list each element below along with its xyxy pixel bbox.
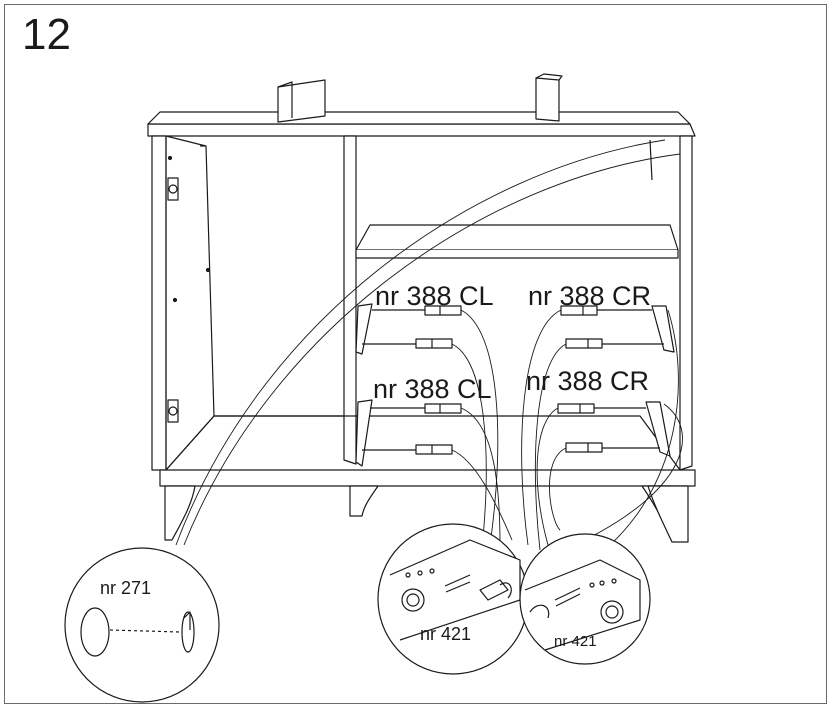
screw-detail-circle-right <box>519 533 651 665</box>
step-number: 12 <box>22 10 71 59</box>
label-screw-right: nr 421 <box>554 633 597 650</box>
cabinet <box>147 73 696 543</box>
label-runner-left-bottom: nr 388 CL <box>373 374 492 404</box>
screw-detail-circle-left <box>377 523 529 675</box>
knob-detail-circle <box>64 547 220 703</box>
label-runner-left-top: nr 388 CL <box>375 281 494 311</box>
leader-lines <box>175 139 683 551</box>
left-side-panel <box>151 135 167 471</box>
leg-front-left <box>164 485 196 541</box>
leg-front-right <box>647 485 689 543</box>
label-screw-left: nr 421 <box>420 624 471 644</box>
drawer-runners <box>355 303 675 467</box>
hinge-icons <box>167 155 211 423</box>
bottom-panel <box>159 469 696 487</box>
cabinet-top-panel <box>147 123 696 137</box>
label-runner-right-bottom: nr 388 CR <box>526 366 649 396</box>
leg-back-left <box>349 485 379 517</box>
right-side-panel <box>679 135 693 471</box>
label-knob: nr 271 <box>100 578 151 598</box>
runner-screws <box>362 305 664 455</box>
center-divider <box>343 135 357 465</box>
label-runner-right-top: nr 388 CR <box>528 281 651 311</box>
top-blocks <box>277 73 563 123</box>
inner-shelf <box>355 224 679 251</box>
